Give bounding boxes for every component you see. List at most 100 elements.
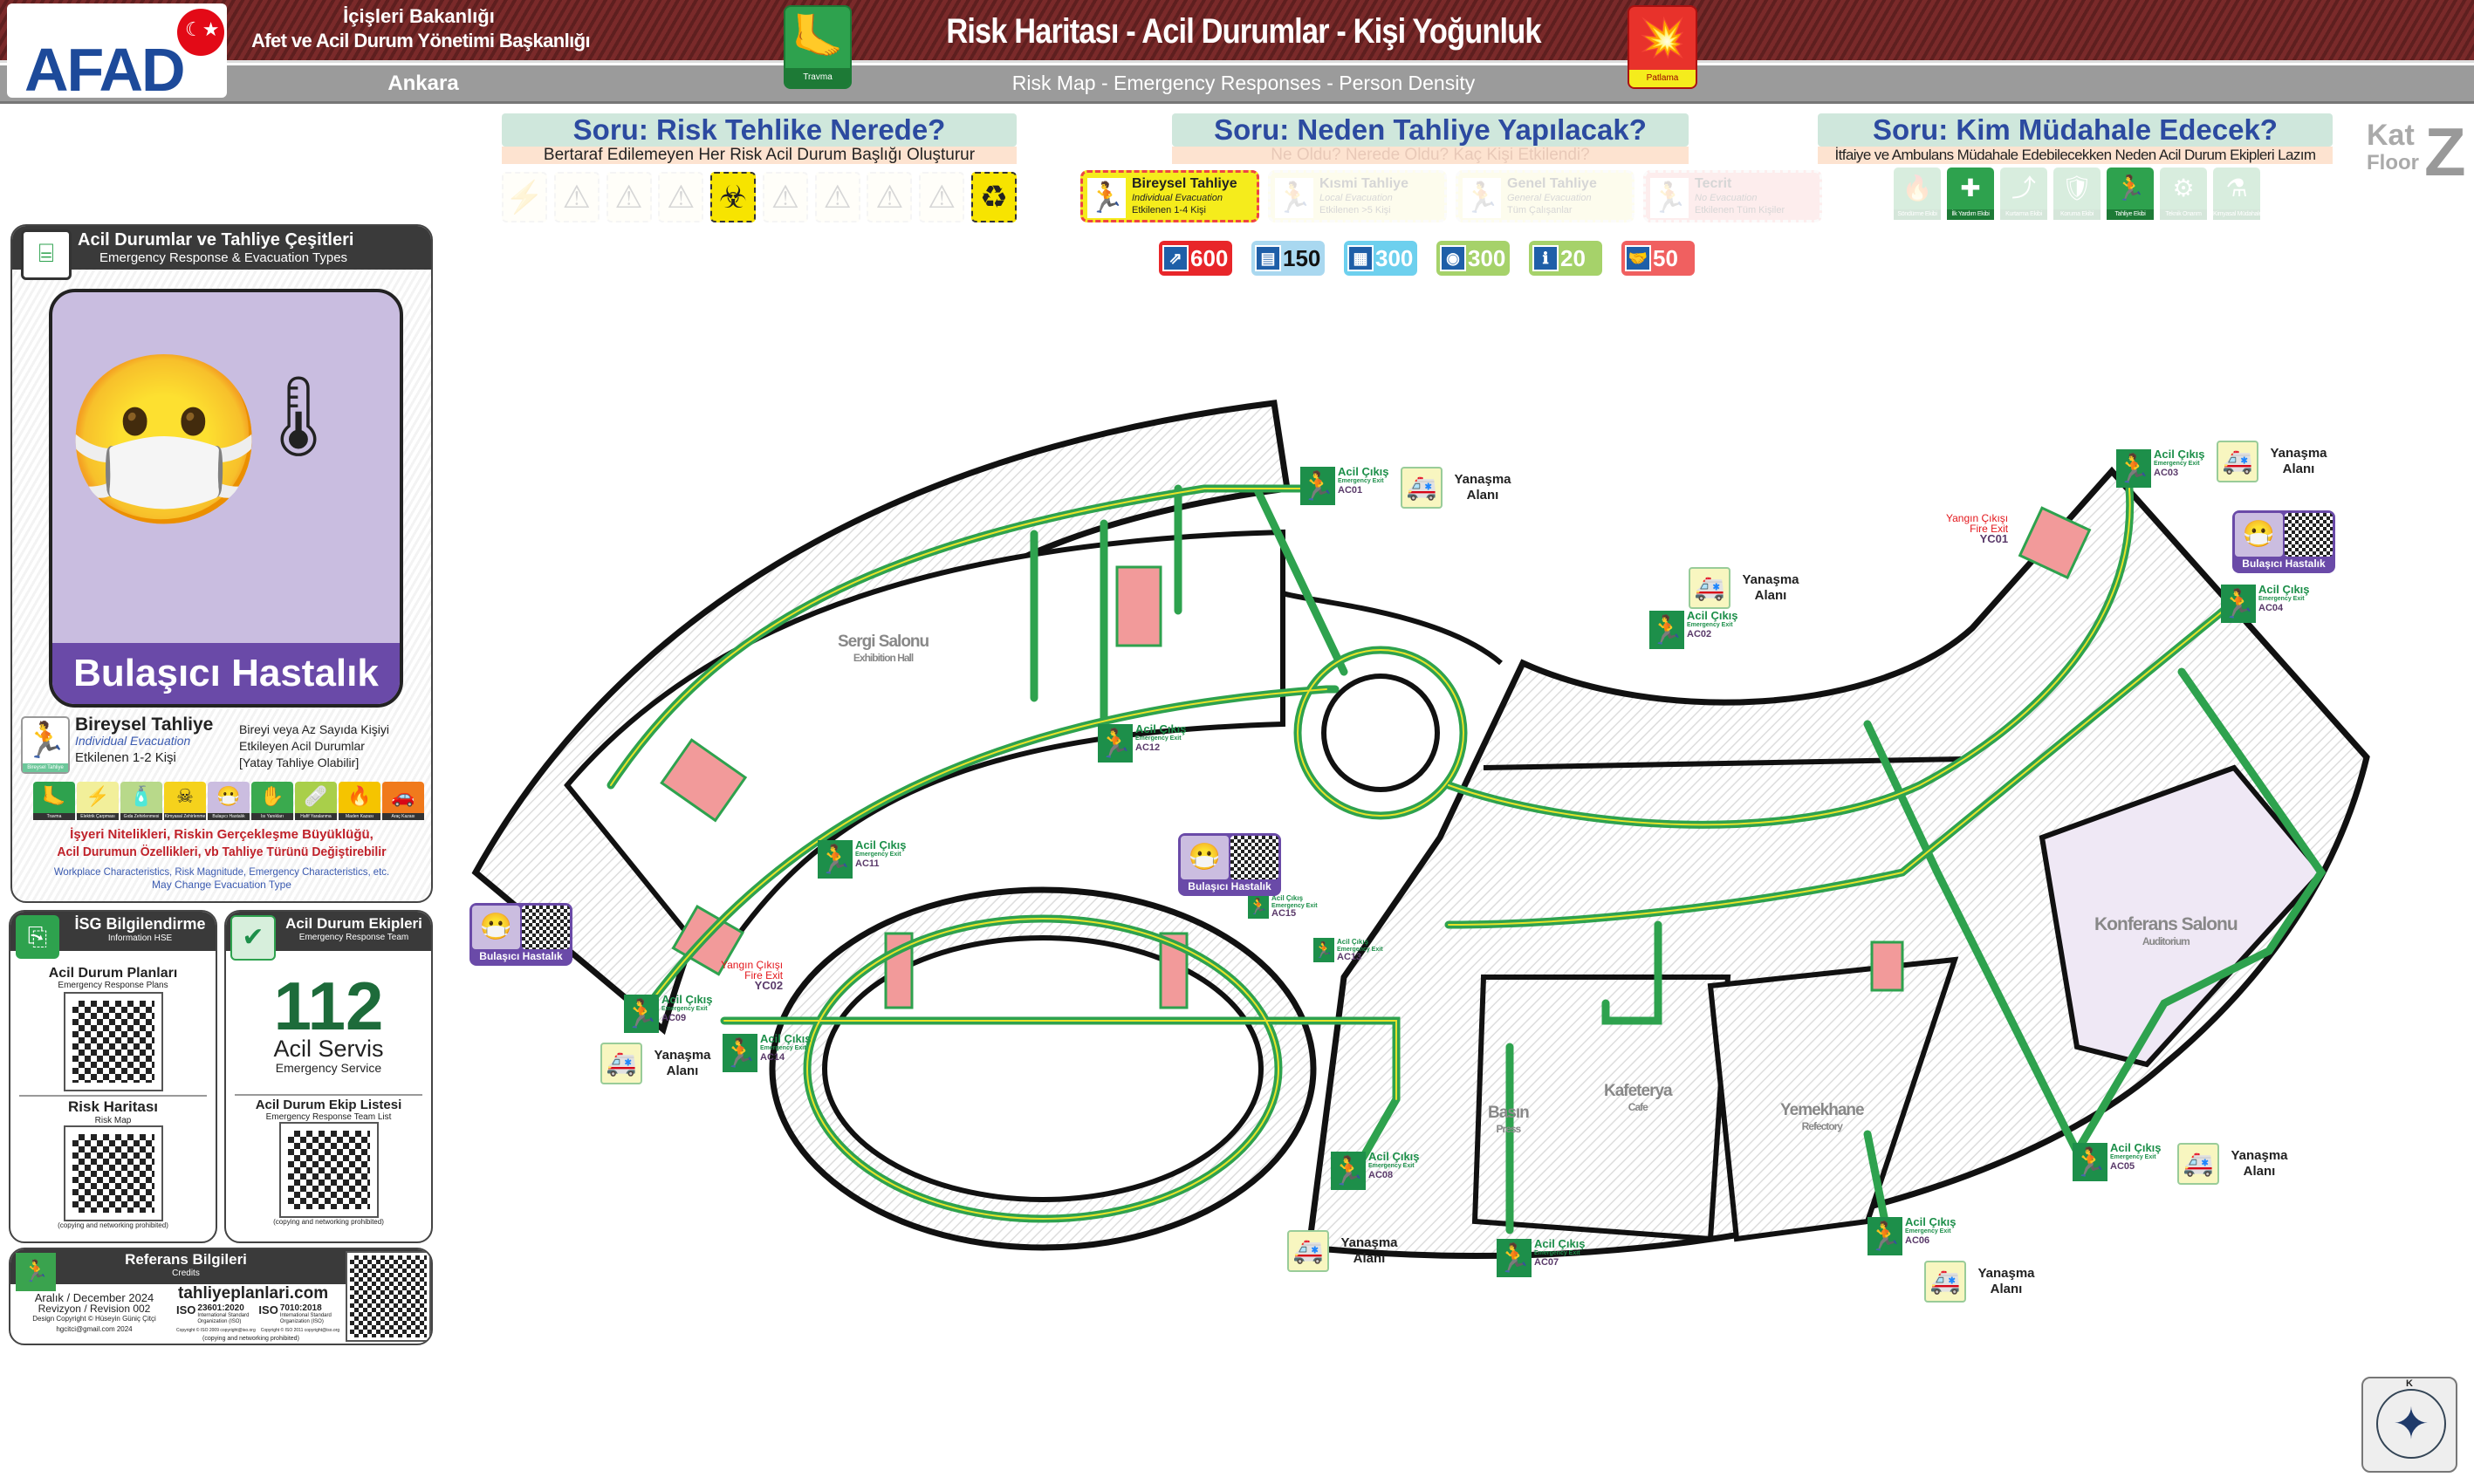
infectious-disease-card[interactable]: 😷Bulaşıcı Hastalık	[2232, 510, 2335, 573]
stairwell	[660, 738, 748, 823]
evac-count: Etkilenen >5 Kişi	[1319, 205, 1391, 215]
plans-qr-code[interactable]	[63, 992, 163, 1091]
emergency-exit-icon: 🏃	[2221, 585, 2256, 623]
website-qr-code[interactable]	[346, 1251, 431, 1342]
exit-code: AC05	[2110, 1161, 2135, 1172]
lifting-hazard-icon: ⚠	[814, 172, 860, 222]
team-list-title: Acil Durum Ekip Listesi	[235, 1094, 422, 1112]
loading-area: 🚑Yanaşma Alanı	[1689, 567, 1802, 609]
evacuation-routes	[607, 484, 2327, 1234]
emergency-exit-icon: 🏃	[1248, 894, 1269, 919]
handshake-icon: 🤝	[1625, 245, 1651, 271]
exit-subtitle: Emergency Exit	[1338, 478, 1384, 484]
trauma-icon: 🦶 Travma	[784, 5, 852, 89]
evac-desc-line: [Yatay Tahliye Olabilir]	[239, 756, 360, 769]
room-name: Basın	[1488, 1104, 1530, 1122]
exit-subtitle: Emergency Exit	[855, 851, 901, 858]
page-subtitle: Risk Map - Emergency Responses - Person …	[1011, 72, 1476, 94]
credits-copyright: Design Copyright © Hüseyin Güniç Çitçi	[32, 1315, 156, 1323]
fire-exit-subtitle: Fire Exit	[1970, 523, 2009, 535]
fire-exit-title: Yangın Çıkışı	[721, 959, 784, 971]
iso-standard-1: 23601:2020	[197, 1303, 244, 1313]
website-link[interactable]: tahliyeplanlari.com	[178, 1284, 329, 1303]
service-name-en: Emergency Service	[275, 1061, 382, 1075]
exit-code: AC06	[1905, 1235, 1930, 1246]
response-team-card: Acil Durum Ekipleri Emergency Response T…	[224, 910, 433, 1243]
floor-indicator: Kat Floor Z	[2363, 113, 2468, 190]
fire-exit-code: YC01	[1979, 532, 2009, 545]
exit-code: AC12	[1135, 742, 1161, 753]
iso-logo: ISO	[258, 1303, 278, 1316]
team-list-qr-code[interactable]	[278, 1122, 379, 1218]
individual-evacuation-icon: 🏃Bireysel Tahliye	[21, 716, 70, 774]
evac-desc-line: Bireyi veya Az Sayıda Kişiyi	[239, 722, 389, 736]
iso-standard-2: 7010:2018	[279, 1303, 322, 1313]
evac-description: Bireyi veya Az Sayıda Kişiyi Etkileyen A…	[239, 721, 389, 771]
evac-subtitle: No Evacuation	[1695, 193, 1758, 203]
exit-code: AC08	[1368, 1170, 1394, 1180]
density-badge: ◉300	[1436, 241, 1510, 276]
ambulance-icon: 🚑	[1689, 567, 1730, 609]
exit-title: Acil Çıkış	[855, 838, 907, 851]
explosion-icon: 💥 Patlama	[1628, 5, 1697, 89]
warning-en-line: Workplace Characteristics, Risk Magnitud…	[53, 865, 390, 878]
exit-subtitle: Emergency Exit	[1337, 947, 1383, 953]
ambulance-icon: 🚑	[2177, 1143, 2219, 1185]
stairwell	[1115, 565, 1162, 647]
infectious-disease-card[interactable]: 😷Bulaşıcı Hastalık	[469, 903, 572, 966]
response-team-icon: 🏃Tahliye Ekibi	[2107, 168, 2154, 220]
infectious-disease-card[interactable]: 😷Bulaşıcı Hastalık	[1178, 833, 1281, 896]
oxidizer-hazard-icon: ⚠	[919, 172, 965, 222]
evac-type-info: Bireysel Tahliye Individual Evacuation E…	[75, 715, 214, 766]
exit-subtitle: Emergency Exit	[2110, 1154, 2156, 1160]
loading-area-label: Yanaşma Alanı	[1454, 472, 1511, 503]
room-name: Konferans Salonu	[2094, 914, 2238, 934]
credits-info: Aralık / December 2024 Revizyon / Revisi…	[16, 1292, 173, 1335]
emergency-number[interactable]: 112	[273, 968, 384, 1044]
team-label: Söndürme Ekibi	[1894, 209, 1941, 220]
exit-code: AC14	[760, 1052, 785, 1063]
map-title: Risk Haritası	[19, 1095, 207, 1116]
desk-icon: ▤	[1255, 245, 1281, 271]
density-badge: ▦300	[1344, 241, 1417, 276]
card-title: Acil Durum Ekipleri	[285, 915, 422, 932]
ambulance-icon: 🚑	[2217, 441, 2258, 482]
emergency-card: 😷 🌡 Bulaşıcı Hastalık	[49, 289, 403, 708]
service-name: Acil Servis	[273, 1036, 384, 1062]
emergency-type-label: Maden Kazası	[339, 813, 380, 820]
evac-count: Etkilenen Tüm Kişiler	[1695, 205, 1785, 215]
waste-bin-icon: ♻	[970, 172, 1017, 222]
stairs-icon: ⇗	[1162, 245, 1189, 271]
trauma-icon-label: Travma	[785, 68, 850, 87]
density-badge: ⇗600	[1159, 241, 1232, 276]
evac-title: Bireysel Tahliye	[75, 715, 214, 735]
question-subtitle: İtfaiye ve Ambulans Müdahale Edebilecekk…	[1818, 147, 2333, 164]
density-badge: 🤝50	[1621, 241, 1695, 276]
panel-subtitle: Emergency Response & Evacuation Types	[99, 250, 348, 265]
emergency-type-icon: 🔥Maden Kazası	[339, 782, 380, 820]
room-name-en: Cafe	[1628, 1101, 1648, 1113]
loading-area-label: Yanaşma Alanı	[1340, 1235, 1398, 1266]
emergency-type-icon: ☠Kimyasal Zehirlenme	[164, 782, 206, 820]
exit-title: Acil Çıkış	[1337, 938, 1369, 946]
disease-card-body: 😷	[1181, 836, 1278, 879]
emergency-exit-icon: 🏃	[1098, 724, 1133, 763]
emergency-type-label: Isı Yanıkları	[251, 813, 293, 820]
exit-title: Acil Çıkış	[1534, 1237, 1586, 1250]
press-cafe-rooms	[1471, 975, 1731, 1242]
plans-subtitle: Emergency Response Plans	[58, 981, 168, 990]
dining-icon: ◉	[1440, 245, 1466, 271]
risk-map-qr-code[interactable]	[63, 1125, 163, 1221]
exit-subtitle: Emergency Exit	[760, 1045, 806, 1051]
loading-area: 🚑Yanaşma Alanı	[2217, 441, 2330, 482]
electric-hazard-icon: ⚡	[502, 172, 547, 222]
